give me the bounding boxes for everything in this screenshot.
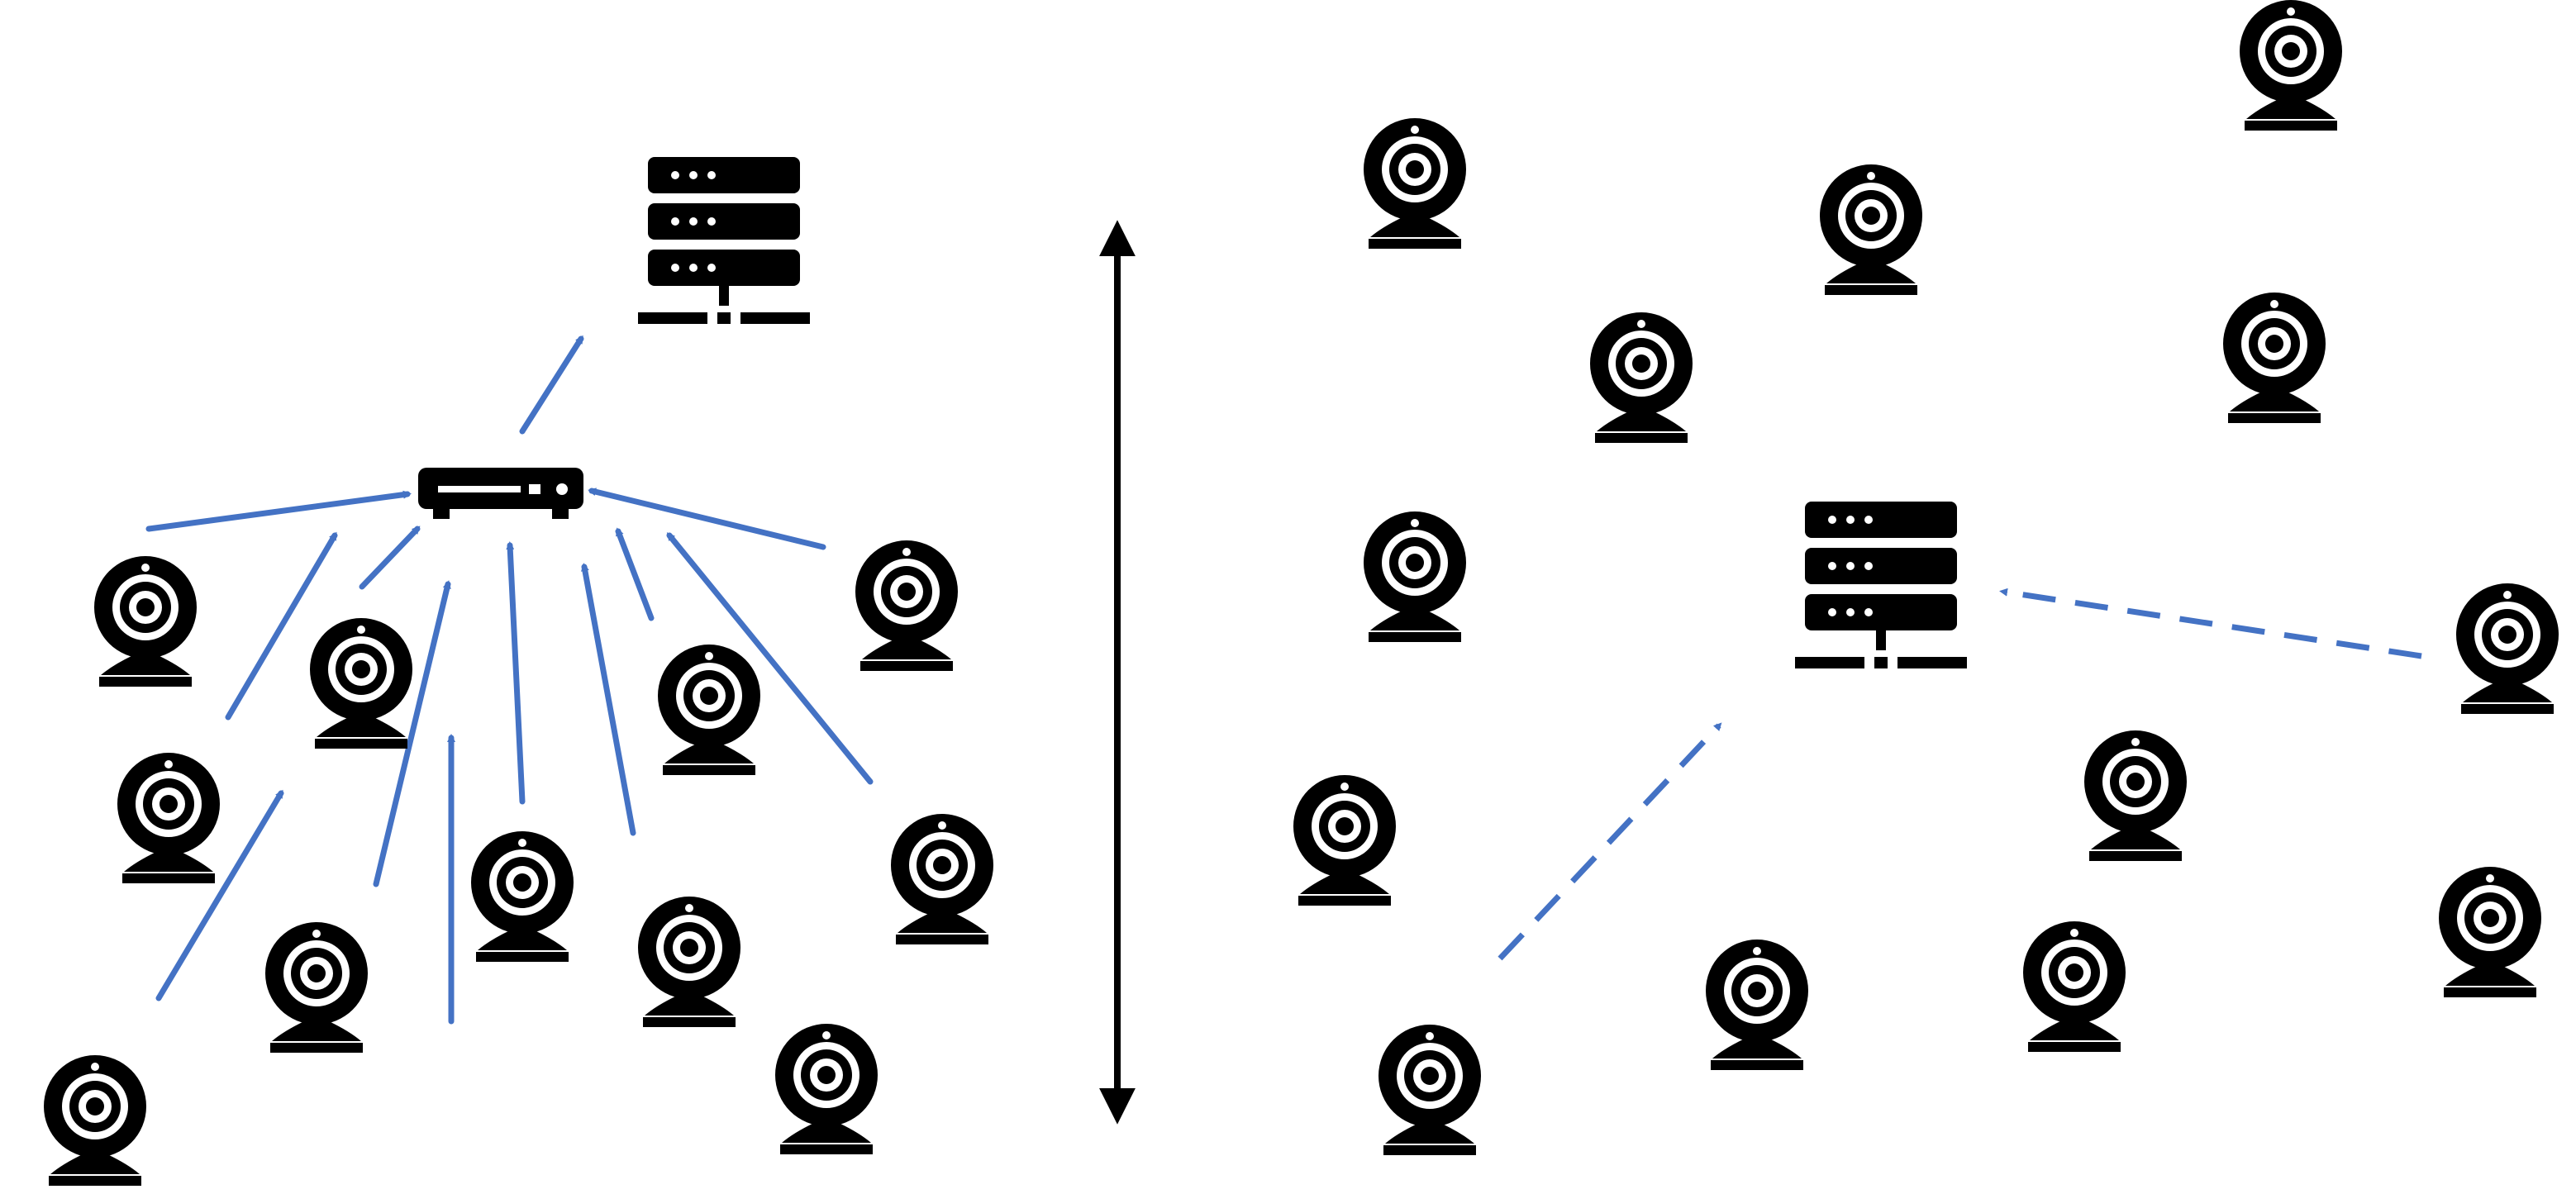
right-server-icon <box>1795 502 1967 668</box>
link-camera-9 <box>615 527 655 621</box>
webcam-icon <box>1378 1025 1481 1155</box>
link-gateway-to-server <box>519 335 584 435</box>
webcam-icon <box>265 922 368 1053</box>
left-cameras <box>44 540 993 1186</box>
webcam-icon <box>2023 921 2126 1052</box>
webcam-icon <box>2456 583 2559 714</box>
link-camera-4 <box>155 789 284 1001</box>
webcam-icon <box>2240 0 2342 131</box>
gateway-router-icon <box>418 468 583 519</box>
link-camera-3 <box>359 526 421 590</box>
webcam-icon <box>891 814 993 944</box>
webcam-icon <box>1706 940 1808 1070</box>
webcam-icon <box>1293 775 1396 906</box>
webcam-icon <box>117 753 220 883</box>
webcam-icon <box>44 1055 146 1186</box>
webcam-icon <box>2223 293 2326 423</box>
right-links <box>1498 587 2422 961</box>
webcam-icon <box>775 1024 878 1154</box>
link-camera-8 <box>580 563 636 836</box>
dashed-link-camera-right <box>1999 587 2422 659</box>
link-camera-5 <box>373 580 451 887</box>
webcam-icon <box>2439 867 2541 997</box>
webcam-icon <box>658 645 760 775</box>
webcam-icon <box>310 618 412 749</box>
webcam-icon <box>1820 164 1922 295</box>
link-camera-10 <box>666 532 874 785</box>
left-server-icon <box>638 157 810 324</box>
webcam-icon <box>2084 730 2187 861</box>
link-camera-2 <box>225 531 338 721</box>
webcam-icon <box>1364 118 1466 249</box>
link-camera-11 <box>588 488 826 550</box>
link-camera-1 <box>145 490 412 532</box>
left-panel <box>44 157 993 1186</box>
right-panel <box>1293 0 2559 1155</box>
link-camera-7 <box>506 541 526 805</box>
webcam-icon <box>94 556 197 687</box>
webcam-icon <box>855 540 958 671</box>
webcam-icon <box>638 897 740 1027</box>
webcam-icon <box>1590 312 1693 443</box>
dashed-link-camera-bottom <box>1498 722 1722 961</box>
webcam-icon <box>471 831 574 962</box>
webcam-icon <box>1364 511 1466 642</box>
left-links <box>145 335 874 1025</box>
